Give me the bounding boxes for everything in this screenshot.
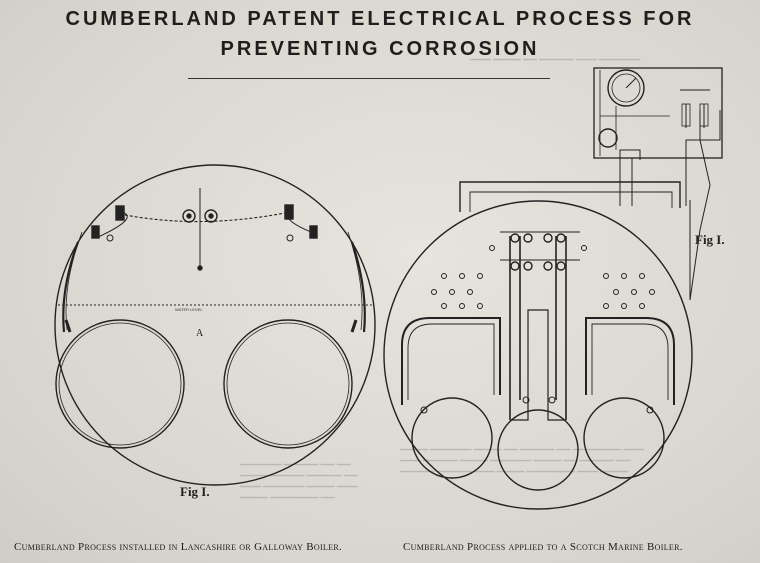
caption-scotch-marine: Cumberland Process applied to a Scotch M… bbox=[403, 541, 683, 553]
terminal-clamp bbox=[204, 209, 218, 223]
switchboard-panel bbox=[593, 67, 723, 159]
voltmeter-dial bbox=[607, 69, 645, 107]
right-cable bbox=[350, 241, 366, 333]
page-title-line1: CUMBERLAND PATENT ELECTRICAL PROCESS FOR bbox=[65, 8, 695, 30]
bleed-through-text: ▁▁▁▁ ▁▁▁▁▁▁ ▁▁▁▁ ▁▁ ▁▁▁▁▁ ▁▁ ▁▁▁▁▁▁▁ ▁▁▁… bbox=[400, 440, 645, 472]
terminal-clamp bbox=[182, 209, 196, 223]
suspension-chain bbox=[119, 211, 291, 223]
combustion-chamber-left bbox=[401, 317, 501, 405]
title-rule bbox=[188, 78, 550, 79]
boiler-letter-a: A bbox=[196, 328, 204, 339]
furnace bbox=[497, 409, 579, 491]
figure-label-right: Fig I. bbox=[695, 232, 725, 247]
furnace bbox=[411, 397, 493, 479]
combustion-chamber-right bbox=[585, 317, 675, 405]
furnace bbox=[583, 397, 665, 479]
insulator bbox=[284, 204, 294, 220]
resistance-coil bbox=[699, 103, 709, 127]
stay-tubes bbox=[420, 245, 655, 414]
steam-dome bbox=[459, 181, 681, 212]
left-cable bbox=[62, 241, 80, 333]
bleed-through-text: ▁▁▁▁▁▁ ▁▁▁▁▁ ▁▁ ▁▁▁▁▁▁ ▁▁▁▁▁ ▁▁▁▁▁ ▁▁▁▁▁… bbox=[240, 455, 358, 498]
ammeter-dial bbox=[598, 128, 618, 148]
caption-lancashire: Cumberland Process installed in Lancashi… bbox=[14, 541, 343, 553]
water-level-label: WATER LEVEL bbox=[175, 307, 203, 312]
bleed-through-text: ▁▁▁ ▁▁▁▁ ▁▁ ▁▁▁▁▁ ▁▁▁ ▁▁▁▁▁▁ bbox=[470, 50, 641, 60]
lancashire-boiler-diagram bbox=[54, 164, 376, 486]
page-title-line2: PREVENTING CORROSION bbox=[220, 38, 540, 60]
right-furnace-flue bbox=[223, 319, 353, 449]
scotch-marine-boiler-diagram bbox=[383, 67, 723, 510]
insulator bbox=[115, 205, 125, 221]
boiler-shell bbox=[54, 164, 376, 486]
boiler-shell bbox=[383, 200, 693, 510]
figure-label-left: Fig I. bbox=[180, 484, 210, 499]
left-furnace-flue bbox=[55, 319, 185, 449]
insulator-cluster bbox=[500, 231, 580, 271]
resistance-coil bbox=[681, 103, 691, 127]
